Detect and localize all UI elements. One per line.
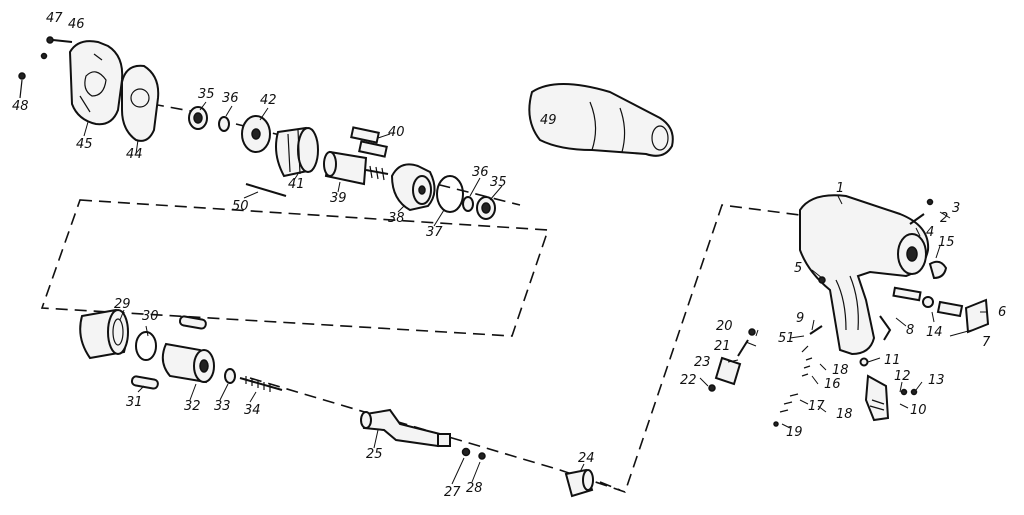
label-13: 13 — [928, 373, 945, 388]
regulator-10-13 — [859, 357, 918, 422]
label-30: 30 — [142, 309, 159, 324]
bushing-24 — [564, 468, 594, 498]
front-plate-38 — [390, 163, 436, 212]
label-2: 2 — [940, 211, 948, 226]
label-14: 14 — [926, 325, 943, 340]
label-25: 25 — [366, 447, 383, 462]
label-33: 33 — [214, 399, 231, 414]
label-6: 6 — [998, 305, 1006, 320]
label-32: 32 — [184, 399, 201, 414]
cylinder-41 — [275, 126, 319, 178]
label-23: 23 — [694, 355, 711, 370]
bearing-35-rear — [188, 106, 208, 130]
label-16: 16 — [824, 377, 841, 392]
label-22: 22 — [680, 373, 697, 388]
label-1: 1 — [836, 181, 844, 196]
label-38: 38 — [388, 211, 405, 226]
label-24: 24 — [578, 451, 595, 466]
pins-31 — [130, 315, 207, 390]
vanes-40 — [350, 126, 388, 158]
label-34: 34 — [244, 403, 261, 418]
hammer-case-29 — [79, 308, 129, 360]
springs-16-19 — [773, 357, 813, 427]
label-11: 11 — [884, 353, 901, 368]
label-3: 3 — [952, 201, 960, 216]
washer-36-rear — [218, 116, 230, 132]
label-42: 42 — [260, 93, 277, 108]
part-labels: 47 46 48 45 44 35 36 42 40 41 39 50 38 3… — [12, 11, 1006, 500]
label-27: 27 — [444, 485, 461, 500]
label-12: 12 — [894, 369, 911, 384]
rotor-39 — [323, 150, 389, 186]
washer-33 — [224, 368, 236, 384]
anvil-25 — [360, 408, 451, 448]
end-plate-45 — [68, 40, 124, 126]
label-46: 46 — [68, 17, 85, 32]
housing-1 — [799, 194, 930, 356]
label-44: 44 — [126, 147, 143, 162]
gasket-44 — [121, 64, 160, 142]
label-36-front: 36 — [472, 165, 489, 180]
washer-36-front — [462, 196, 474, 212]
label-50: 50 — [232, 199, 249, 214]
label-45: 45 — [76, 137, 93, 152]
label-36-rear: 36 — [222, 91, 239, 106]
rear-plate-42 — [241, 115, 271, 153]
label-51: 51 — [778, 331, 795, 346]
o-ring-30 — [135, 331, 157, 361]
label-18-lower: 18 — [836, 407, 853, 422]
label-37: 37 — [426, 225, 443, 240]
hammer-cage-32 — [161, 342, 215, 384]
label-35-front: 35 — [490, 175, 507, 190]
pin-50 — [245, 183, 287, 197]
spring-34 — [239, 376, 283, 392]
label-31: 31 — [126, 395, 143, 410]
label-5: 5 — [794, 261, 802, 276]
label-4: 4 — [926, 225, 934, 240]
label-8: 8 — [906, 323, 914, 338]
label-29: 29 — [114, 297, 131, 312]
label-39: 39 — [330, 191, 347, 206]
label-47: 47 — [46, 11, 63, 26]
label-17: 17 — [808, 399, 825, 414]
label-10: 10 — [910, 403, 927, 418]
label-19: 19 — [786, 425, 803, 440]
label-28: 28 — [466, 481, 483, 496]
label-49: 49 — [540, 113, 557, 128]
label-9: 9 — [796, 311, 804, 326]
label-48: 48 — [12, 99, 29, 114]
o-ring-37 — [436, 175, 464, 213]
label-15: 15 — [938, 235, 955, 250]
screw-47 — [46, 36, 73, 44]
label-21: 21 — [714, 339, 731, 354]
ring-27 — [461, 447, 471, 457]
leader-lines — [83, 101, 988, 485]
rubber-boot-49 — [528, 83, 674, 157]
small-parts-right — [801, 198, 990, 353]
label-7: 7 — [982, 335, 991, 350]
label-40: 40 — [388, 125, 405, 140]
label-35-rear: 35 — [198, 87, 215, 102]
ring-28 — [478, 452, 486, 460]
label-18-upper: 18 — [832, 363, 849, 378]
screw-48 — [18, 52, 48, 99]
label-41: 41 — [288, 177, 305, 192]
bearing-35-front — [476, 196, 496, 220]
label-20: 20 — [716, 319, 733, 334]
